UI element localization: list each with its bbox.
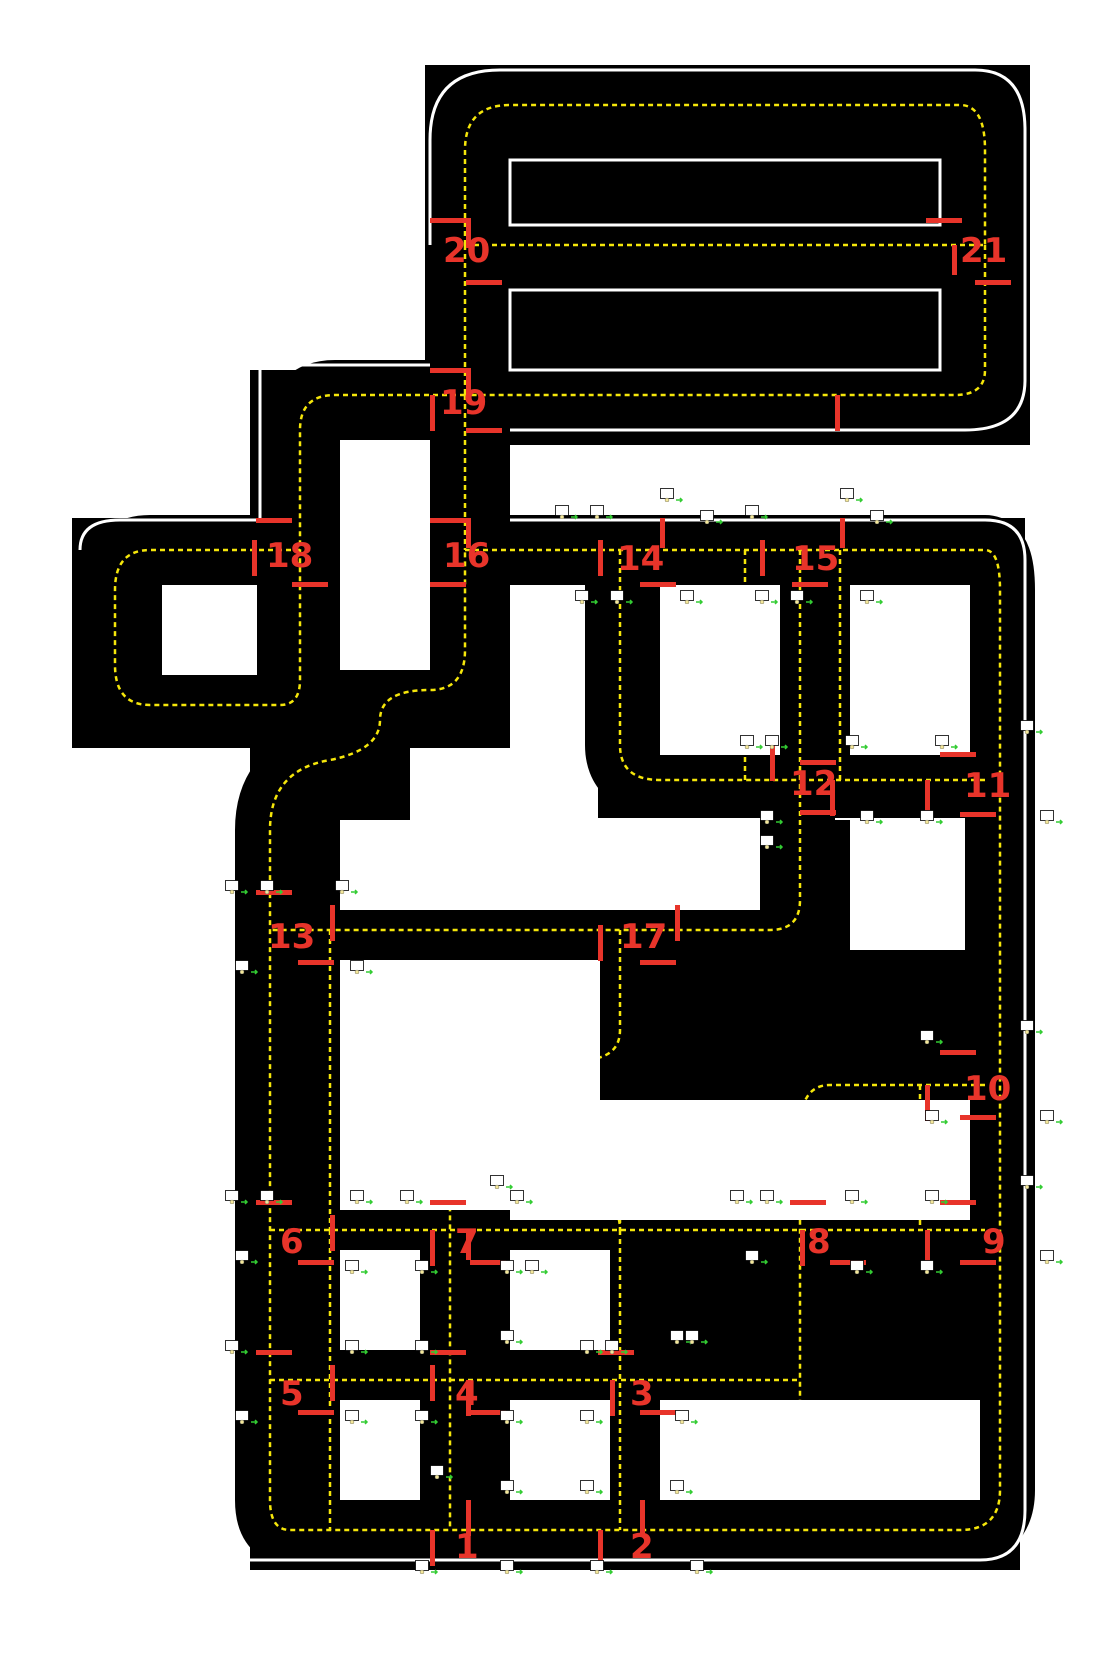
stop-line (466, 428, 502, 433)
direction-arrow-icon (1036, 1030, 1042, 1034)
stop-line (640, 960, 676, 965)
stop-line (430, 582, 466, 587)
traffic-sign-icon (691, 1561, 704, 1575)
intersection-label-18: 18 (266, 536, 313, 576)
block-interior (850, 585, 970, 755)
intersection-label-17: 17 (620, 917, 667, 957)
block-interior (660, 585, 780, 755)
intersection-label-7: 7 (455, 1222, 479, 1262)
stop-line (598, 925, 603, 961)
intersection-label-11: 11 (964, 766, 1011, 806)
traffic-sign-icon (1041, 1251, 1054, 1265)
direction-arrow-icon (1056, 1260, 1062, 1264)
stop-line (256, 1350, 292, 1355)
intersection-label-2: 2 (630, 1527, 654, 1567)
intersection-label-1: 1 (455, 1527, 479, 1567)
stop-line (760, 540, 765, 576)
intersection-label-4: 4 (455, 1374, 479, 1414)
traffic-sign-icon (501, 1561, 514, 1575)
stop-line (640, 582, 676, 587)
intersection-label-3: 3 (630, 1374, 654, 1414)
stop-line (792, 582, 828, 587)
stop-line (960, 1115, 996, 1120)
stop-line (675, 905, 680, 941)
traffic-sign-icon (1041, 811, 1054, 825)
traffic-sign-icon (841, 489, 854, 503)
traffic-sign-icon (416, 1561, 429, 1575)
stop-line (835, 395, 840, 431)
traffic-sign-icon (661, 489, 674, 503)
direction-arrow-icon (706, 1570, 712, 1574)
stop-line (430, 1230, 435, 1266)
direction-arrow-icon (516, 1570, 522, 1574)
block-interior (510, 1100, 890, 1220)
direction-arrow-icon (1036, 730, 1042, 734)
intersection-label-21: 21 (960, 231, 1007, 271)
stop-line (610, 1380, 615, 1416)
stop-line (430, 395, 435, 431)
intersection-label-16: 16 (443, 536, 490, 576)
block-interior (510, 1400, 610, 1500)
stop-line (430, 368, 466, 373)
direction-arrow-icon (856, 498, 862, 502)
traffic-sign-icon (591, 1561, 604, 1575)
intersection-label-12: 12 (790, 764, 837, 804)
stop-line (960, 812, 996, 817)
direction-arrow-icon (676, 498, 682, 502)
stop-line (256, 518, 292, 523)
stop-line (252, 540, 257, 576)
stop-line (330, 1215, 335, 1251)
traffic-sign-icon (861, 811, 874, 825)
stop-line (466, 280, 502, 285)
intersection-label-5: 5 (280, 1374, 304, 1414)
intersection-label-15: 15 (792, 539, 839, 579)
direction-arrow-icon (1056, 1120, 1062, 1124)
stop-line (430, 1365, 435, 1401)
block-interior (162, 585, 257, 675)
stop-line (790, 1200, 826, 1205)
traffic-sign-icon (921, 811, 934, 825)
stop-line (800, 810, 836, 815)
traffic-sign-icon (1041, 1111, 1054, 1125)
intersection-label-13: 13 (268, 917, 315, 957)
block-interior (510, 1250, 610, 1350)
stop-line (926, 218, 962, 223)
stop-line (430, 1200, 466, 1205)
direction-arrow-icon (876, 820, 882, 824)
direction-arrow-icon (1036, 1185, 1042, 1189)
stop-line (598, 540, 603, 576)
stop-line (330, 1365, 335, 1401)
stop-line (840, 518, 845, 548)
stop-line (975, 280, 1011, 285)
stop-line (430, 1530, 435, 1566)
intersection-label-19: 19 (440, 383, 487, 423)
stop-line (292, 582, 328, 587)
intersection-label-8: 8 (807, 1222, 831, 1262)
intersection-label-20: 20 (443, 231, 490, 271)
direction-arrow-icon (431, 1570, 437, 1574)
stop-line (800, 1230, 805, 1266)
stop-line (770, 745, 775, 781)
intersection-label-9: 9 (982, 1222, 1006, 1262)
stop-line (330, 905, 335, 941)
stop-line (430, 218, 466, 223)
block-interior (340, 440, 430, 670)
intersection-label-14: 14 (617, 539, 664, 579)
intersection-label-6: 6 (280, 1222, 304, 1262)
direction-arrow-icon (936, 820, 942, 824)
direction-arrow-icon (606, 1570, 612, 1574)
stop-line (430, 518, 466, 523)
intersection-label-10: 10 (964, 1069, 1011, 1109)
block-interior (340, 820, 760, 910)
stop-line (952, 245, 957, 275)
stop-line (940, 1050, 976, 1055)
direction-arrow-icon (1056, 820, 1062, 824)
stop-line (298, 960, 334, 965)
stop-line (940, 752, 976, 757)
block-interior (660, 1400, 980, 1500)
